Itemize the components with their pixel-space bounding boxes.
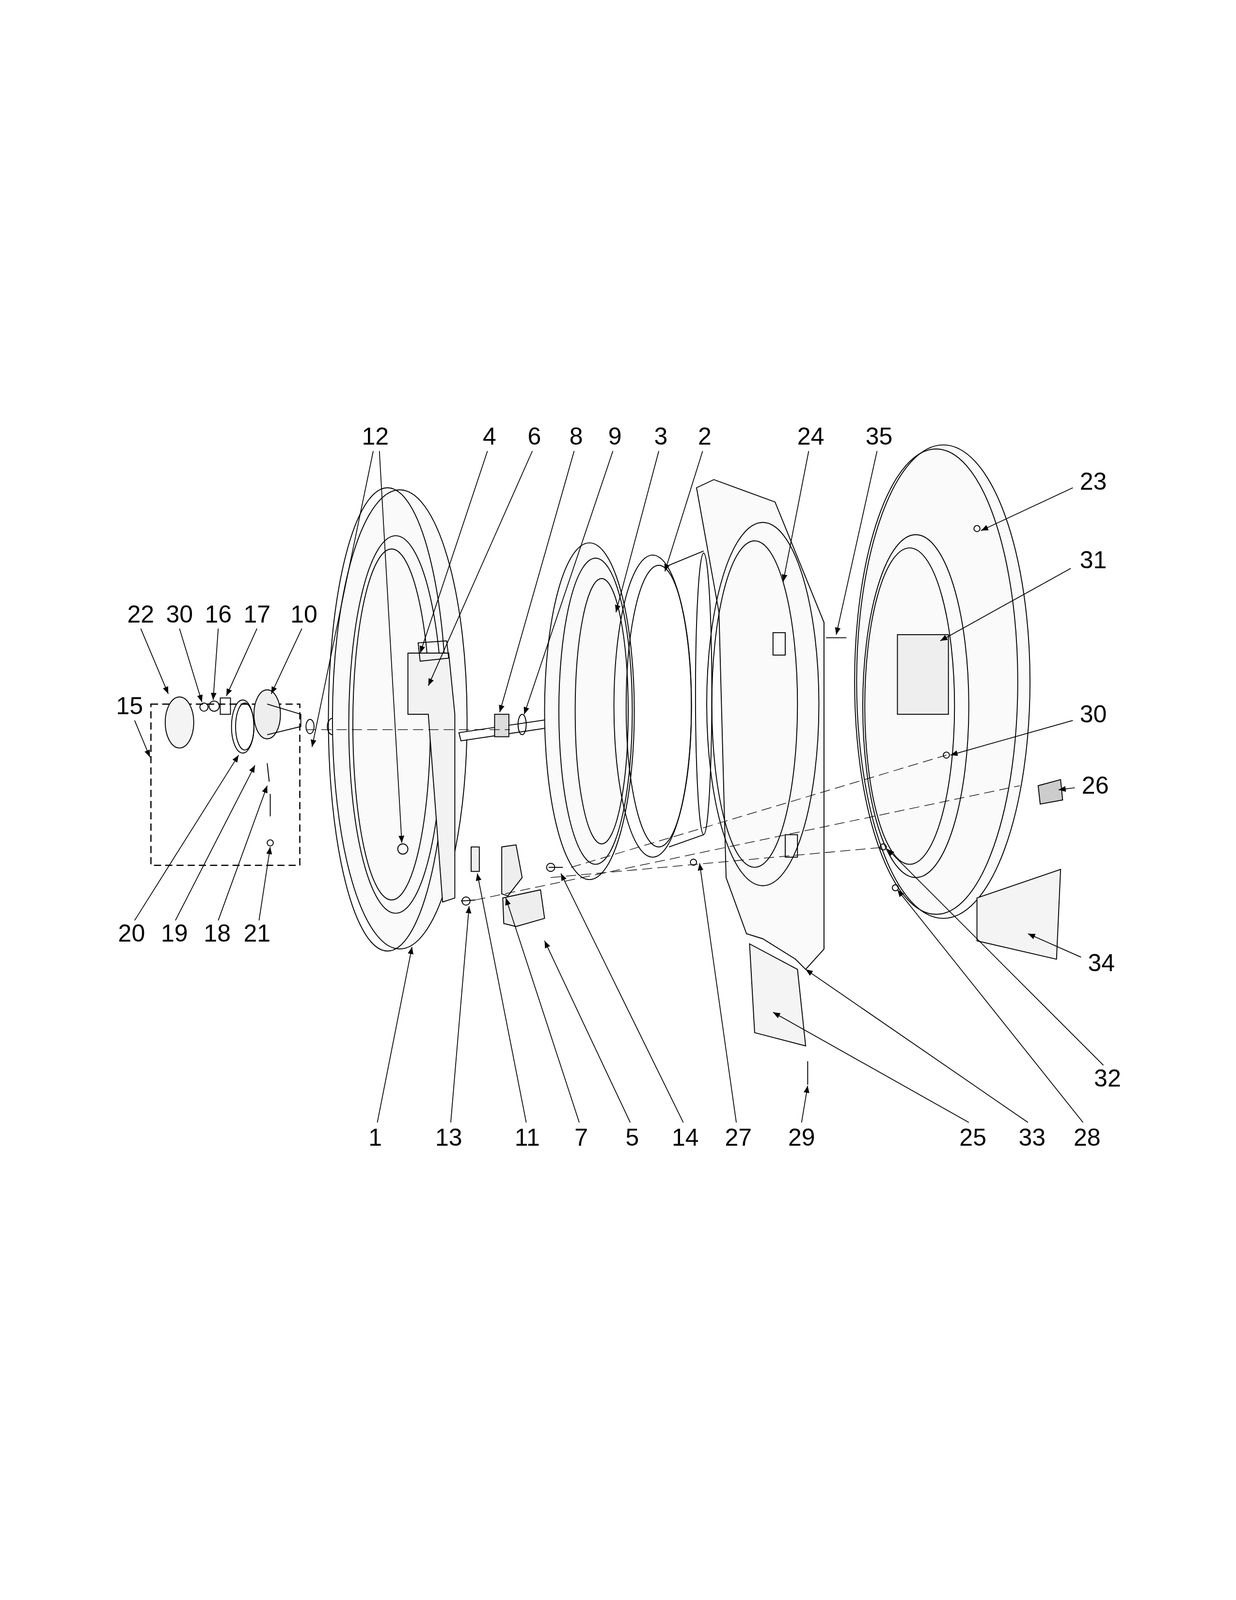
callout-number: 17: [243, 602, 271, 627]
callout-number: 10: [290, 602, 318, 627]
callout-number: 9: [608, 424, 622, 449]
callout-number: 11: [514, 1125, 540, 1150]
callout-number: 24: [797, 424, 825, 449]
callout-number: 18: [203, 920, 231, 946]
callout-number: 19: [160, 920, 189, 946]
callout-number: 15: [115, 693, 143, 718]
callout-number: 34: [1087, 950, 1115, 975]
callout-number: 28: [1073, 1125, 1101, 1150]
callout-number: 22: [127, 602, 155, 627]
callout-number: 3: [653, 424, 668, 449]
callout-number: 29: [788, 1125, 816, 1150]
callout-number: 30: [1079, 701, 1108, 727]
callout-number: 27: [724, 1125, 752, 1150]
callout-number: 16: [204, 602, 232, 627]
callout-number: 25: [959, 1125, 987, 1150]
callout-number: 2: [697, 424, 712, 449]
callout-number: 14: [671, 1125, 699, 1150]
callout-number: 6: [527, 424, 542, 449]
callout-number: 12: [361, 424, 389, 449]
callout-number: 7: [574, 1125, 588, 1150]
callout-number: 35: [865, 424, 893, 449]
callout-number: 1: [368, 1125, 382, 1150]
callout-number: 31: [1079, 547, 1108, 572]
callout-number: 13: [435, 1125, 463, 1150]
callout-number: 32: [1093, 1065, 1122, 1091]
callout-number: 20: [118, 920, 146, 946]
callout-number: 5: [625, 1125, 640, 1150]
callout-number: 23: [1079, 469, 1108, 494]
callout-number: 33: [1018, 1125, 1046, 1150]
callout-number: 26: [1081, 773, 1110, 798]
callout-number: 4: [482, 424, 497, 449]
callout-number: 8: [569, 424, 584, 449]
callout-number: 30: [165, 602, 193, 627]
callout-number: 21: [243, 920, 271, 946]
